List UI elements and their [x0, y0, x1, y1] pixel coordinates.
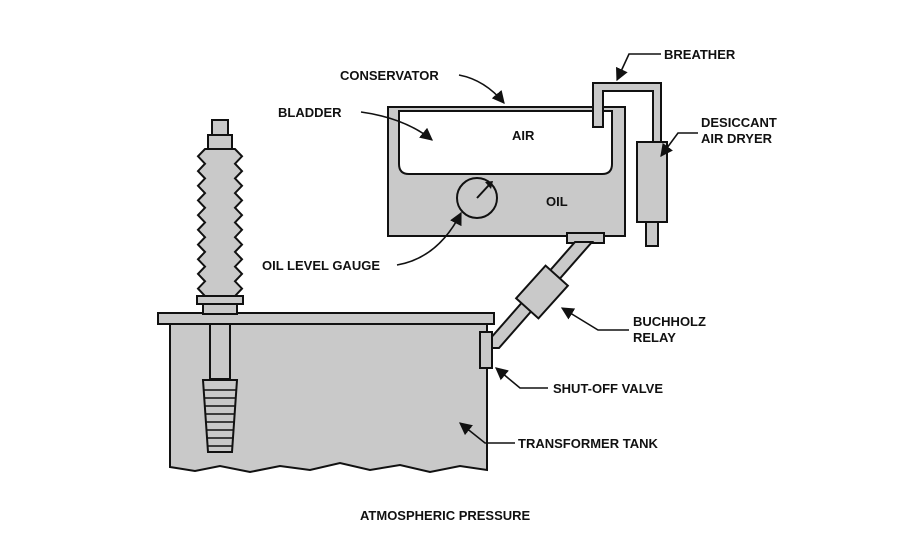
label-buchholz-line1: BUCHHOLZ: [633, 314, 706, 329]
bladder: [398, 110, 613, 175]
buchholz-relay: [514, 264, 570, 320]
label-bladder: BLADDER: [278, 105, 342, 120]
label-oil: OIL: [546, 194, 568, 209]
leader-lines: [360, 53, 698, 444]
desiccant-air-dryer: [636, 141, 668, 247]
label-transformer-tank: TRANSFORMER TANK: [518, 436, 658, 451]
bushing: [196, 119, 244, 453]
breather: [592, 82, 662, 143]
label-conservator: CONSERVATOR: [340, 68, 439, 83]
label-buchholz-line2: RELAY: [633, 330, 676, 345]
connecting-pipe: [479, 232, 605, 369]
tank-cover: [157, 312, 495, 325]
caption: ATMOSPHERIC PRESSURE: [360, 508, 531, 523]
shutoff-valve: [479, 331, 493, 369]
label-desiccant-line2: AIR DRYER: [701, 131, 773, 146]
label-shutoff-valve: SHUT-OFF VALVE: [553, 381, 663, 396]
conservator: [387, 106, 626, 237]
label-oil-level-gauge: OIL LEVEL GAUGE: [262, 258, 380, 273]
label-desiccant-line1: DESICCANT: [701, 115, 777, 130]
label-air: AIR: [512, 128, 535, 143]
label-breather: BREATHER: [664, 47, 736, 62]
transformer-tank: [157, 312, 495, 474]
